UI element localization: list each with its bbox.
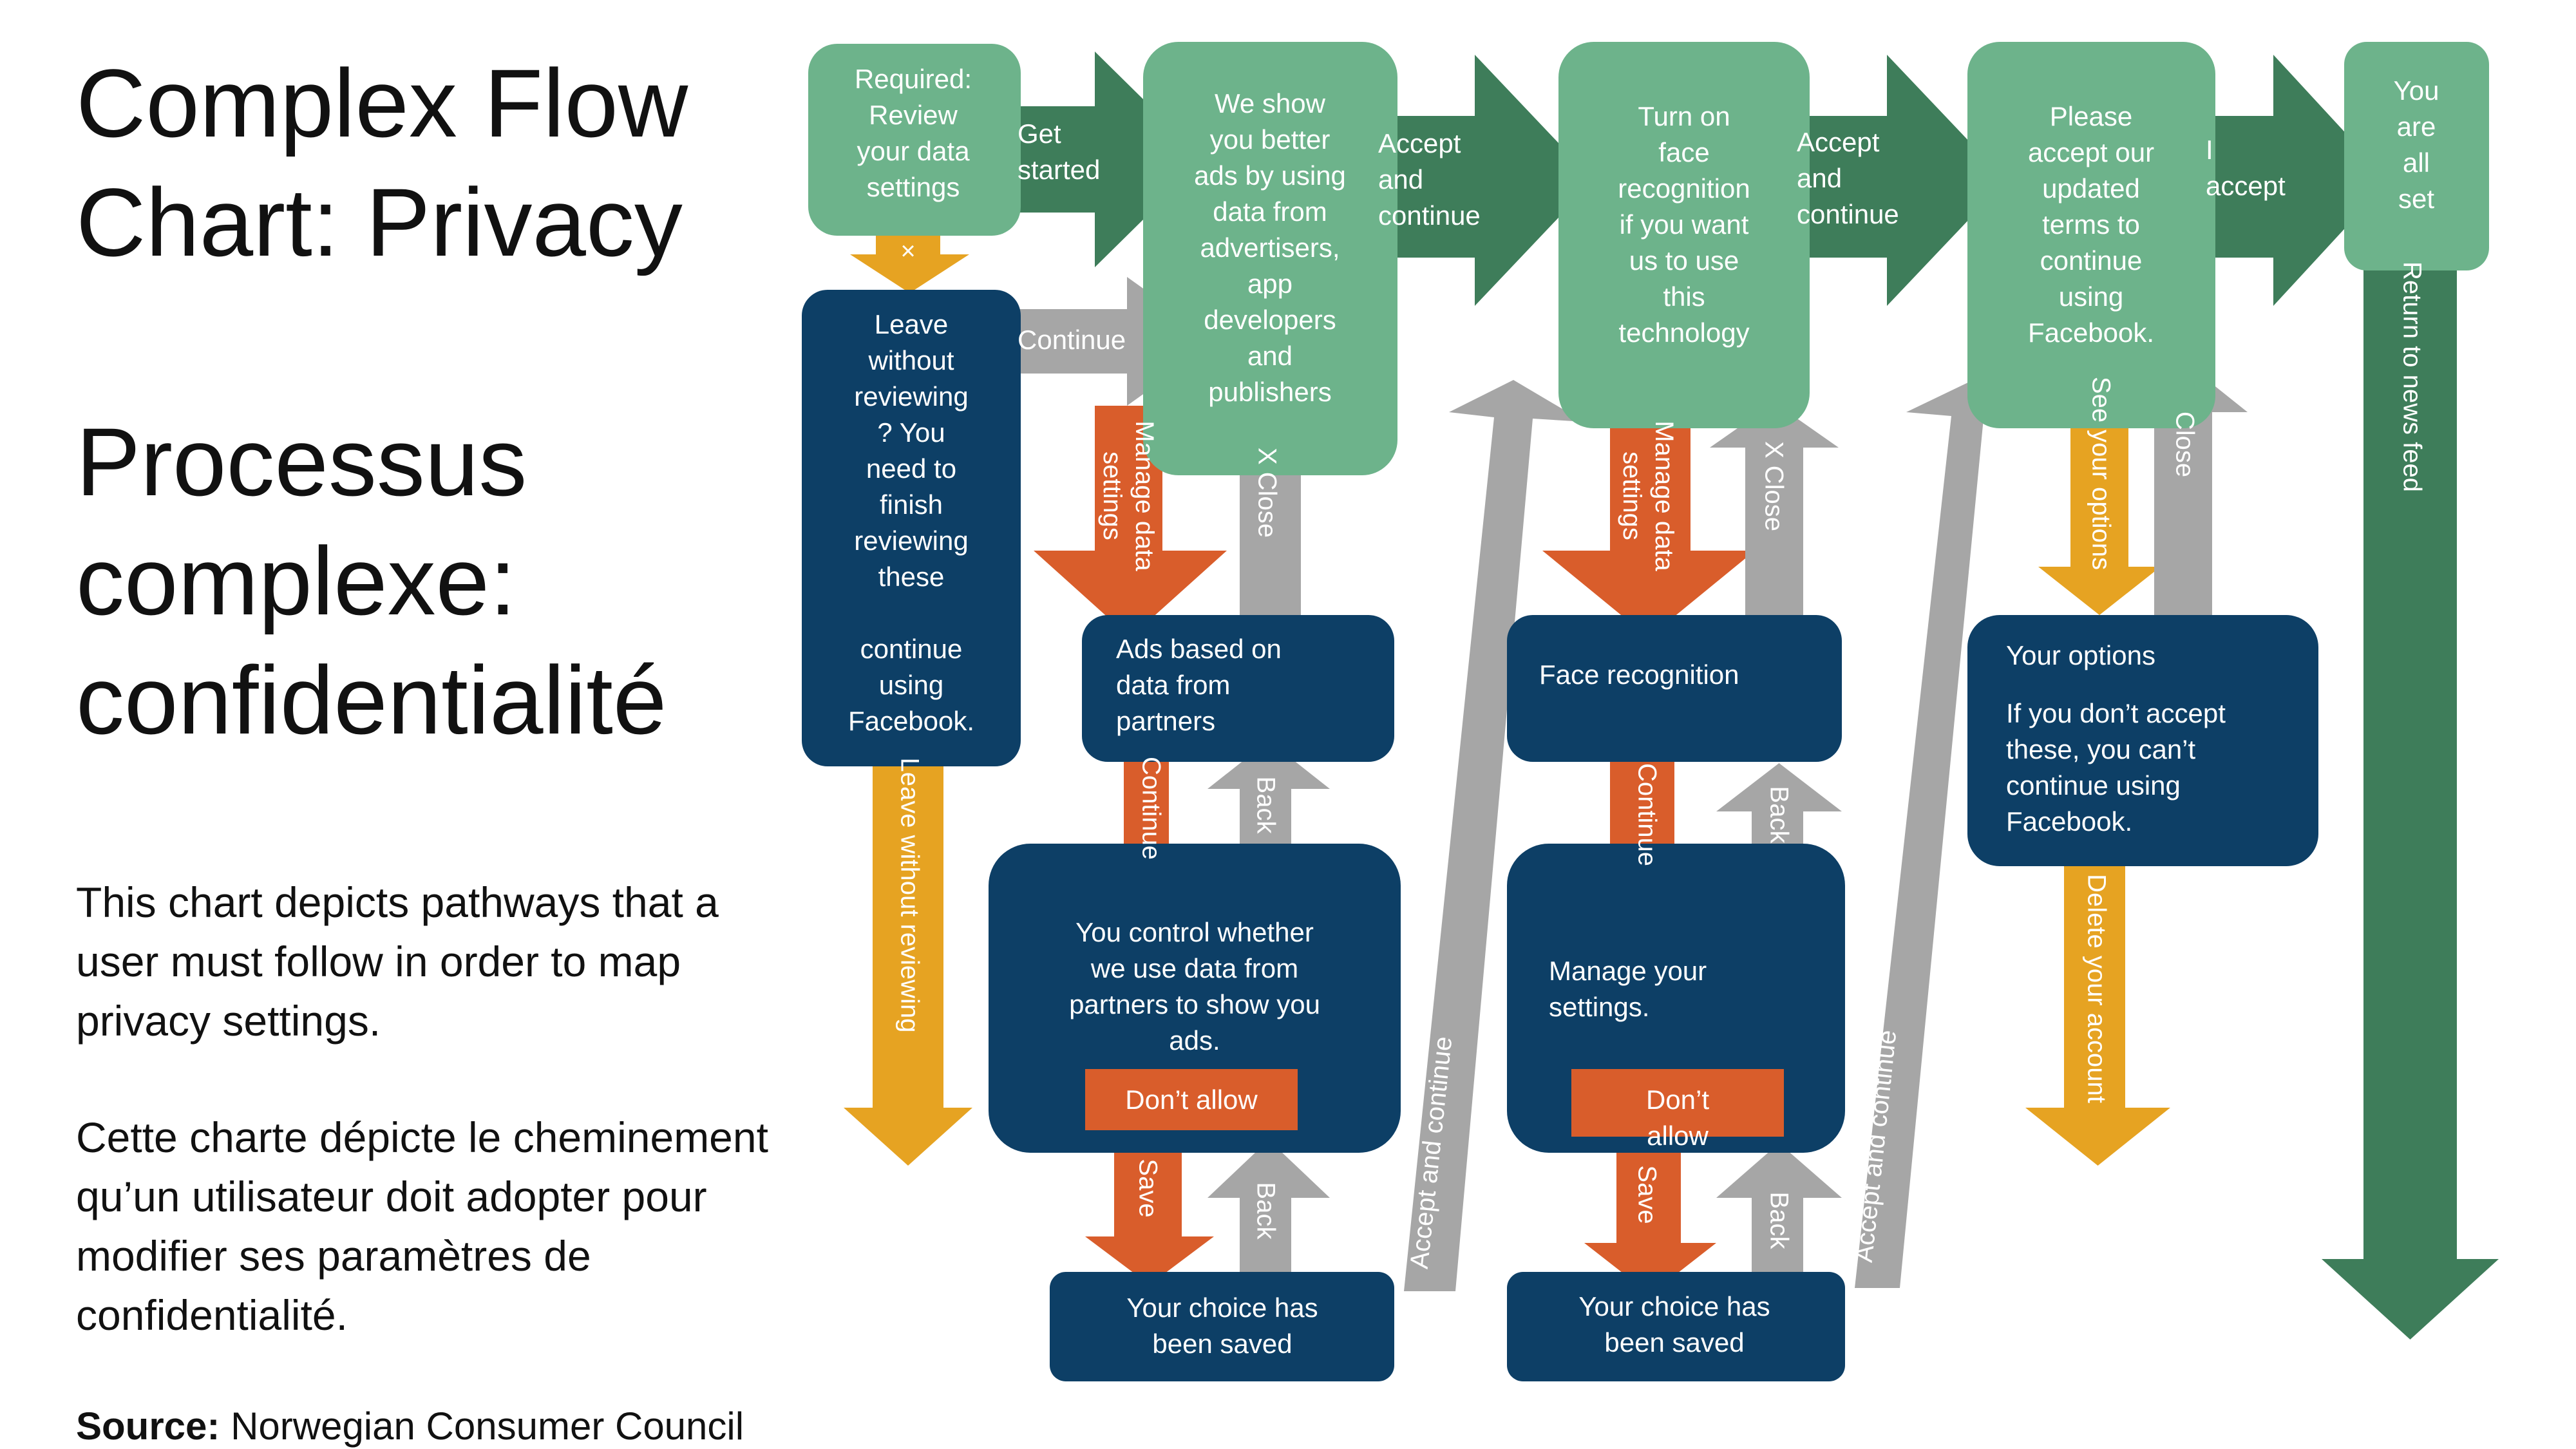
leave-without-reviewing-arrow bbox=[844, 760, 972, 1166]
back-arrow-3 bbox=[1716, 763, 1842, 914]
manage-data-settings-label-2: Manage datasettings bbox=[1618, 421, 1678, 571]
back-label-4: Back bbox=[1765, 1192, 1793, 1250]
leave-without-reviewing-label: Leave without reviewing bbox=[895, 758, 923, 1033]
save-label-2: Save bbox=[1633, 1165, 1661, 1224]
dont-allow-label-1: Don’t allow bbox=[1125, 1084, 1258, 1115]
choice-saved-box-2 bbox=[1507, 1272, 1845, 1381]
continue-label: Continue bbox=[1018, 325, 1126, 355]
see-your-options-arrow bbox=[2038, 383, 2161, 615]
accept-and-continue-arrow-1 bbox=[1404, 380, 1584, 1291]
dont-allow-button-2 bbox=[1571, 1069, 1784, 1137]
back-arrow-2 bbox=[1208, 1140, 1330, 1294]
x-close-label-1: X Close bbox=[1253, 448, 1281, 538]
close-label: Close bbox=[2170, 412, 2199, 477]
x-label: × bbox=[900, 237, 915, 265]
all-set-box bbox=[2344, 42, 2489, 270]
return-to-news-feed-label: Return to news feed bbox=[2398, 261, 2426, 492]
manage-data-settings-arrow bbox=[1034, 406, 1227, 638]
back-arrow-4 bbox=[1716, 1143, 1842, 1291]
back-arrow-1 bbox=[1208, 741, 1330, 850]
save-label-1: Save bbox=[1133, 1159, 1162, 1217]
continue-label-down-2: Continue bbox=[1633, 763, 1661, 866]
we-show-ads-box bbox=[1143, 42, 1397, 475]
your-options-box bbox=[1967, 615, 2318, 866]
description-english: This chart depicts pathways that a user … bbox=[76, 878, 719, 1045]
i-accept-arrow bbox=[2180, 55, 2389, 306]
accept-and-continue-arrow-2 bbox=[1855, 381, 2035, 1288]
back-label-3: Back bbox=[1765, 786, 1793, 844]
face-recognition-text: Face recognition bbox=[1539, 659, 1739, 690]
left-panel: Complex Flow Chart: Privacy Processus co… bbox=[0, 0, 805, 1449]
accept-continue-arrow-1 bbox=[1359, 55, 1594, 306]
x-arrow bbox=[850, 222, 969, 293]
delete-your-account-label: Delete your account bbox=[2082, 874, 2110, 1103]
ads-based-on-partners-box bbox=[1082, 615, 1394, 762]
delete-your-account-arrow bbox=[2025, 850, 2170, 1166]
leave-without-reviewing-box bbox=[802, 290, 1021, 766]
required-review-box bbox=[808, 44, 1021, 236]
back-label-2: Back bbox=[1251, 1182, 1280, 1240]
manage-data-settings-arrow-2 bbox=[1542, 399, 1755, 638]
x-close-label-2: X Close bbox=[1759, 441, 1788, 531]
save-arrow-1 bbox=[1085, 1137, 1214, 1285]
turn-on-face-recognition-box bbox=[1558, 42, 1810, 428]
x-close-arrow-1 bbox=[1208, 402, 1333, 641]
get-started-arrow bbox=[989, 52, 1204, 267]
source-line: Source: Norwegian Consumer Council bbox=[76, 1404, 744, 1448]
description-french: Cette charte dépicte le cheminement qu’u… bbox=[76, 1113, 768, 1339]
x-close-arrow-2 bbox=[1710, 402, 1839, 631]
save-arrow-2 bbox=[1584, 1143, 1716, 1294]
accept-continue-arrow-2 bbox=[1774, 55, 2006, 306]
choice-saved-box-1 bbox=[1050, 1272, 1394, 1381]
face-recognition-box bbox=[1507, 615, 1842, 762]
back-label-1: Back bbox=[1251, 777, 1280, 835]
your-options-title: Your options bbox=[2006, 640, 2155, 670]
continue-label-down-1: Continue bbox=[1137, 757, 1165, 860]
see-your-options-label: See your options bbox=[2087, 377, 2115, 570]
title-french: Processus complexe: confidentialité bbox=[76, 408, 667, 754]
close-arrow bbox=[2119, 361, 2248, 615]
return-to-news-feed-arrow bbox=[2322, 238, 2499, 1340]
title-english: Complex Flow Chart: Privacy bbox=[76, 49, 688, 276]
source-label: Source: bbox=[76, 1405, 220, 1448]
accept-terms-box bbox=[1967, 42, 2215, 428]
source-value: Norwegian Consumer Council bbox=[231, 1405, 744, 1448]
manage-data-settings-label-1: Manage datasettings bbox=[1098, 421, 1159, 571]
dont-allow-button-1 bbox=[1085, 1069, 1298, 1130]
